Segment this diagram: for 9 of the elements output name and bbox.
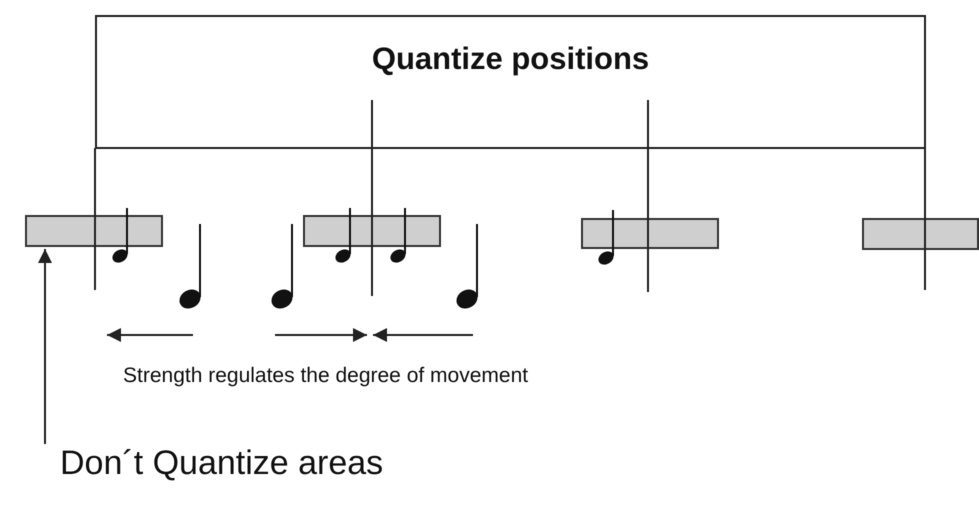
quantize-frame (95, 15, 926, 149)
area-caption: Don´t Quantize areas (60, 444, 384, 483)
quantize-free-bar (25, 215, 163, 247)
note-text: Strength regulates the degree of movement (123, 364, 528, 388)
quantize-free-bar (581, 218, 719, 249)
frame-title: Quantize positions (370, 41, 650, 77)
quantize-free-bar (862, 218, 979, 250)
quantize-free-bar (303, 215, 441, 247)
leader-arrow (38, 249, 52, 444)
